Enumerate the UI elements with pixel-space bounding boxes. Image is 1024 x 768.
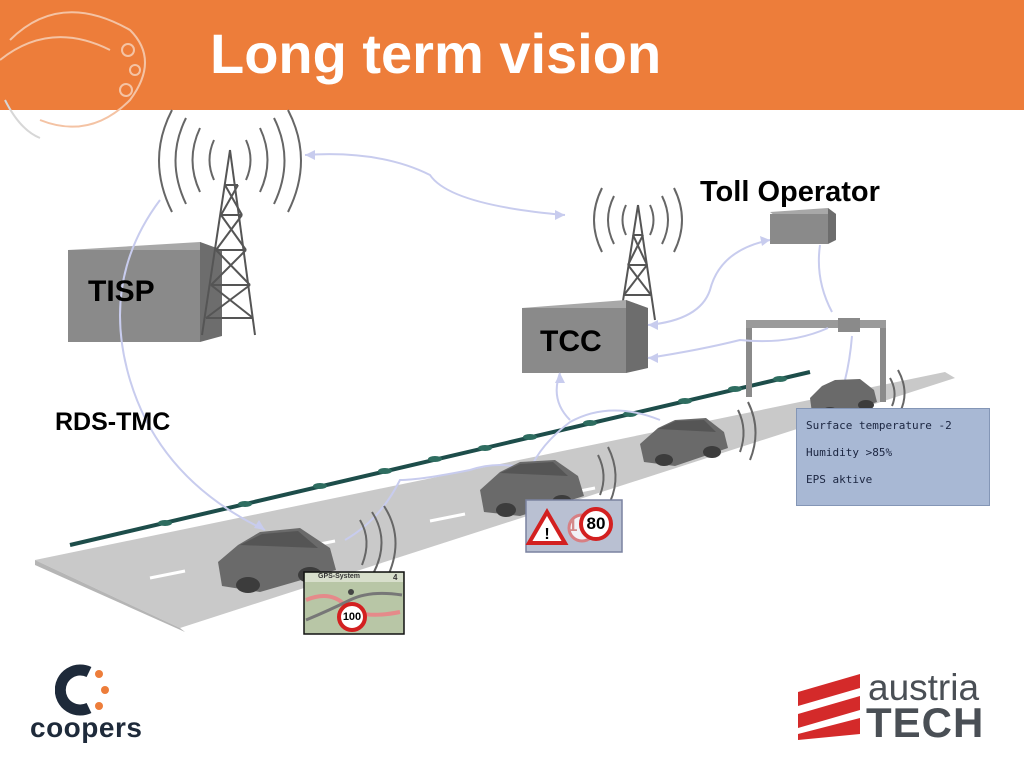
road-sensors: [158, 376, 787, 526]
svg-text:!: !: [544, 526, 549, 543]
slide-title: Long term vision: [210, 22, 662, 85]
gps-navigation-panel: [303, 571, 405, 635]
speed-limit-icon: [579, 507, 613, 541]
title-bar: [0, 0, 1024, 110]
tisp-label: TISP: [88, 275, 155, 308]
gps-number: 4: [393, 573, 398, 582]
austriatech-logo-bottom: TECH: [866, 699, 985, 746]
gps-speed-value: 100: [342, 611, 362, 623]
car-back: [640, 418, 728, 466]
road-condition-panel: Surface temperature -2 Humidity >85% EPS…: [796, 408, 990, 506]
radio-waves-car-middle: [597, 446, 617, 503]
radio-waves-car-back: [737, 401, 757, 461]
speed-sign-partial-digit: 1: [568, 516, 578, 535]
tcc-label: TCC: [540, 325, 602, 358]
info-line-humidity: Humidity >85%: [806, 446, 893, 459]
link-arrowheads: [254, 150, 770, 530]
radio-waves-tcc: [593, 187, 683, 253]
coopers-logo-icon: [55, 664, 109, 716]
austriatech-logo-icon: [798, 674, 860, 740]
tcc-box: [522, 300, 648, 373]
header-decoration: [0, 11, 146, 139]
toll-operator-box: [770, 208, 836, 244]
radio-waves-main: [158, 109, 302, 213]
austriatech-logo-top: austria: [868, 667, 980, 708]
toll-gantry: [746, 318, 886, 402]
rds-tmc-label: RDS-TMC: [55, 408, 171, 436]
antenna-tower-main: [201, 149, 256, 336]
speed-sign-value: 80: [586, 514, 606, 533]
road-edge: [35, 560, 185, 632]
warning-speed-sign: !: [525, 499, 623, 553]
warning-triangle-icon: [525, 508, 569, 545]
toll-operator-label: Toll Operator: [700, 176, 880, 208]
coopers-logo-text: coopers: [30, 712, 143, 743]
gps-title: GPS-System: [318, 573, 361, 580]
gps-speed-limit-icon: [337, 602, 367, 632]
communication-links: [119, 153, 853, 541]
info-line-eps: EPS aktive: [806, 473, 873, 486]
info-line-temperature: Surface temperature -2: [806, 419, 952, 432]
